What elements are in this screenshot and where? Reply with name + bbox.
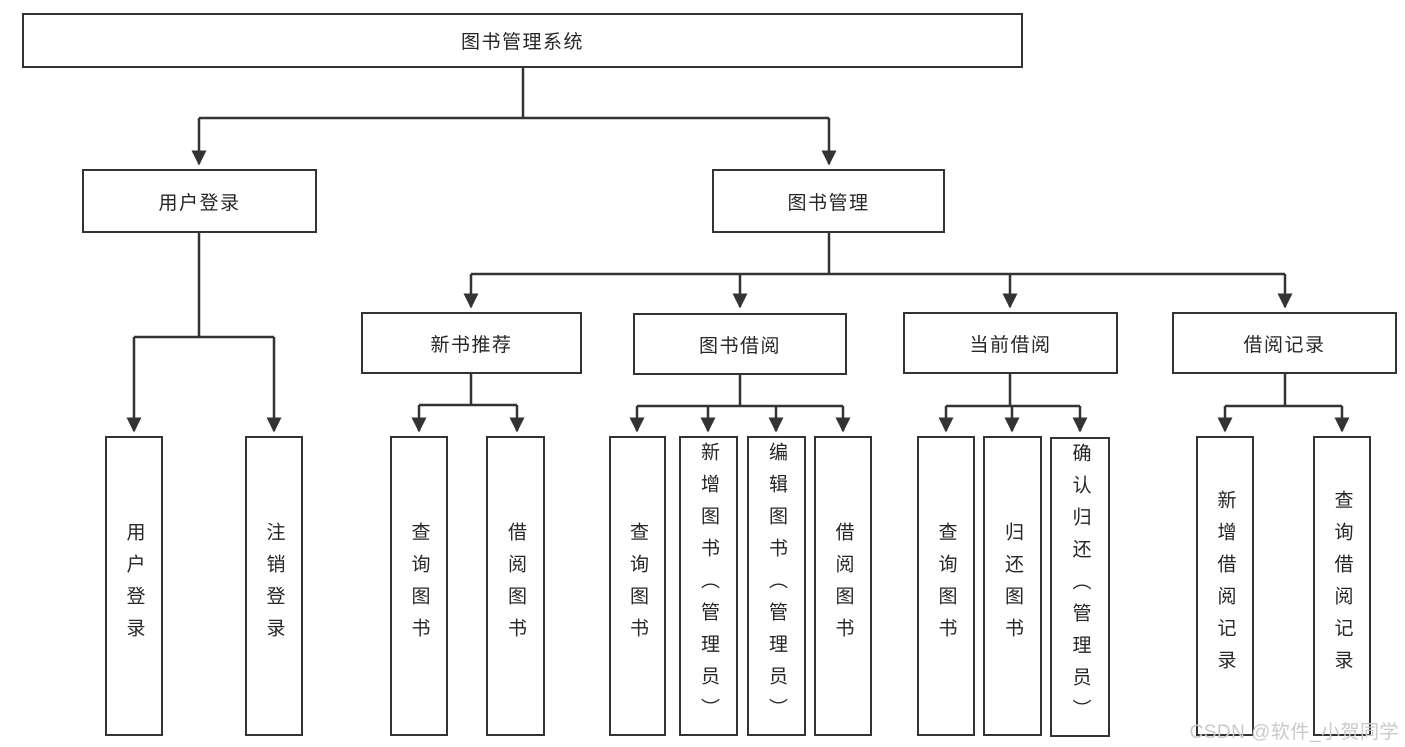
node-book-borrowing: 图书借阅 xyxy=(633,313,847,375)
node-label: 确认归还（管理员） xyxy=(1069,443,1091,731)
node-label: 注销登录 xyxy=(263,522,285,650)
node-label: 新增图书（管理员） xyxy=(698,442,719,730)
node-label: 查询图书 xyxy=(408,522,430,650)
node-new-book-recommend: 新书推荐 xyxy=(361,312,582,374)
node-borrow-records: 借阅记录 xyxy=(1172,312,1397,374)
node-label: 用户登录 xyxy=(158,192,241,214)
node-label: 归还图书 xyxy=(1002,522,1023,650)
node-label: 图书管理 xyxy=(787,192,870,214)
node-book-management: 图书管理 xyxy=(712,169,945,233)
leaf-add-books-admin: 新增图书（管理员） xyxy=(679,436,738,736)
node-current-borrowing: 当前借阅 xyxy=(903,312,1118,374)
node-root-library-system: 图书管理系统 xyxy=(22,13,1023,68)
leaf-query-borrow-record: 查询借阅记录 xyxy=(1313,436,1371,736)
node-label: 当前借阅 xyxy=(969,334,1052,356)
leaf-user-login: 用户登录 xyxy=(105,436,163,736)
leaf-edit-books-admin: 编辑图书（管理员） xyxy=(747,436,806,736)
node-label: 借阅图书 xyxy=(505,522,526,650)
leaf-query-books-3: 查询图书 xyxy=(917,436,975,736)
leaf-confirm-return-admin: 确认归还（管理员） xyxy=(1050,437,1110,737)
node-label: 图书借阅 xyxy=(698,335,781,357)
csdn-watermark: CSDN @软件_小贺同学 xyxy=(1189,722,1399,743)
node-label: 新增借阅记录 xyxy=(1214,490,1236,682)
node-label: 查询图书 xyxy=(627,522,648,650)
node-label: 借阅记录 xyxy=(1243,334,1326,356)
leaf-borrow-books-2: 借阅图书 xyxy=(814,436,872,736)
leaf-query-books-1: 查询图书 xyxy=(390,436,448,736)
leaf-return-books: 归还图书 xyxy=(983,436,1042,736)
node-label: 查询借阅记录 xyxy=(1331,490,1353,682)
node-label: 借阅图书 xyxy=(832,522,854,650)
node-label: 用户登录 xyxy=(123,522,145,650)
leaf-add-borrow-record: 新增借阅记录 xyxy=(1196,436,1254,736)
node-label: 查询图书 xyxy=(935,522,957,650)
node-label: 图书管理系统 xyxy=(460,32,584,53)
node-user-login: 用户登录 xyxy=(82,169,317,233)
leaf-logout: 注销登录 xyxy=(245,436,303,736)
leaf-borrow-books-1: 借阅图书 xyxy=(486,436,545,736)
node-label: 新书推荐 xyxy=(430,334,513,356)
node-label: 编辑图书（管理员） xyxy=(766,442,787,730)
leaf-query-books-2: 查询图书 xyxy=(609,436,666,736)
